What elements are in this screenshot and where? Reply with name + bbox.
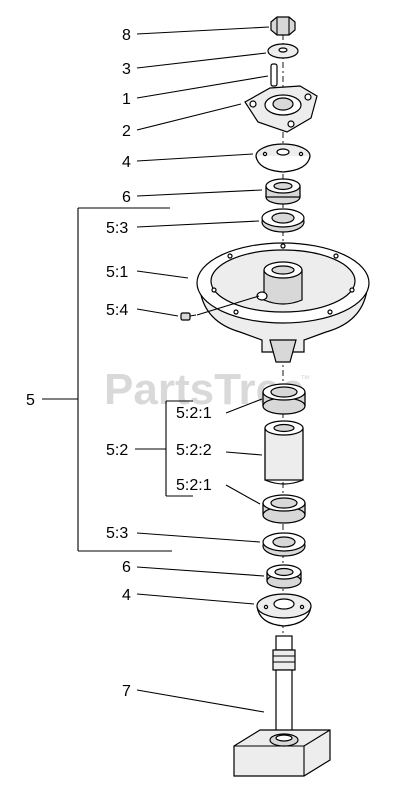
- callout-5-2-1-bottom: 5:2:1: [176, 477, 212, 494]
- part-bearing-top: [262, 383, 306, 415]
- assembly-5-bracket: [42, 207, 172, 552]
- callout-labels: 8 3 1 2 4 6 5:3 5:1 5:4 5 5:2:1 5:2 5:2:…: [26, 27, 212, 700]
- leader-lines: [136, 26, 270, 713]
- assembly-5-2-bracket: [135, 400, 193, 497]
- part-spindle-housing: [196, 242, 370, 363]
- callout-4-top: 4: [122, 154, 131, 171]
- callout-6-top: 6: [122, 189, 131, 206]
- part-spindle-shaft: [233, 635, 331, 777]
- part-grease-fitting: [180, 312, 197, 321]
- callout-2: 2: [122, 123, 131, 140]
- callout-5-2-2: 5:2:2: [176, 442, 212, 459]
- part-seal-top: [261, 208, 305, 233]
- part-hex-nut: [270, 16, 296, 36]
- callout-1: 1: [122, 91, 131, 108]
- part-seal-bottom: [262, 532, 306, 557]
- part-bearing-bottom: [262, 494, 306, 524]
- callout-8: 8: [122, 27, 131, 44]
- callout-4-bottom: 4: [122, 587, 131, 604]
- callout-5-2-1-top: 5:2:1: [176, 405, 212, 422]
- part-key: [270, 63, 278, 87]
- part-bearing-cover-bottom: [256, 593, 312, 627]
- part-washer: [267, 43, 299, 59]
- callout-5-1: 5:1: [106, 264, 128, 281]
- callout-5: 5: [26, 392, 35, 409]
- part-flange-housing: [244, 85, 318, 133]
- callout-5-3-top: 5:3: [106, 220, 128, 237]
- callout-3: 3: [122, 61, 131, 78]
- part-spacer-bottom: [266, 564, 302, 589]
- watermark-trademark: ™: [300, 374, 310, 385]
- part-bearing-cover-top: [255, 143, 311, 173]
- callout-5-3-bottom: 5:3: [106, 525, 128, 542]
- callout-5-4: 5:4: [106, 302, 128, 319]
- part-spacer-top: [265, 178, 301, 205]
- callout-7: 7: [122, 683, 131, 700]
- callout-6-bottom: 6: [122, 559, 131, 576]
- part-sleeve: [264, 420, 304, 485]
- callout-5-2: 5:2: [106, 442, 128, 459]
